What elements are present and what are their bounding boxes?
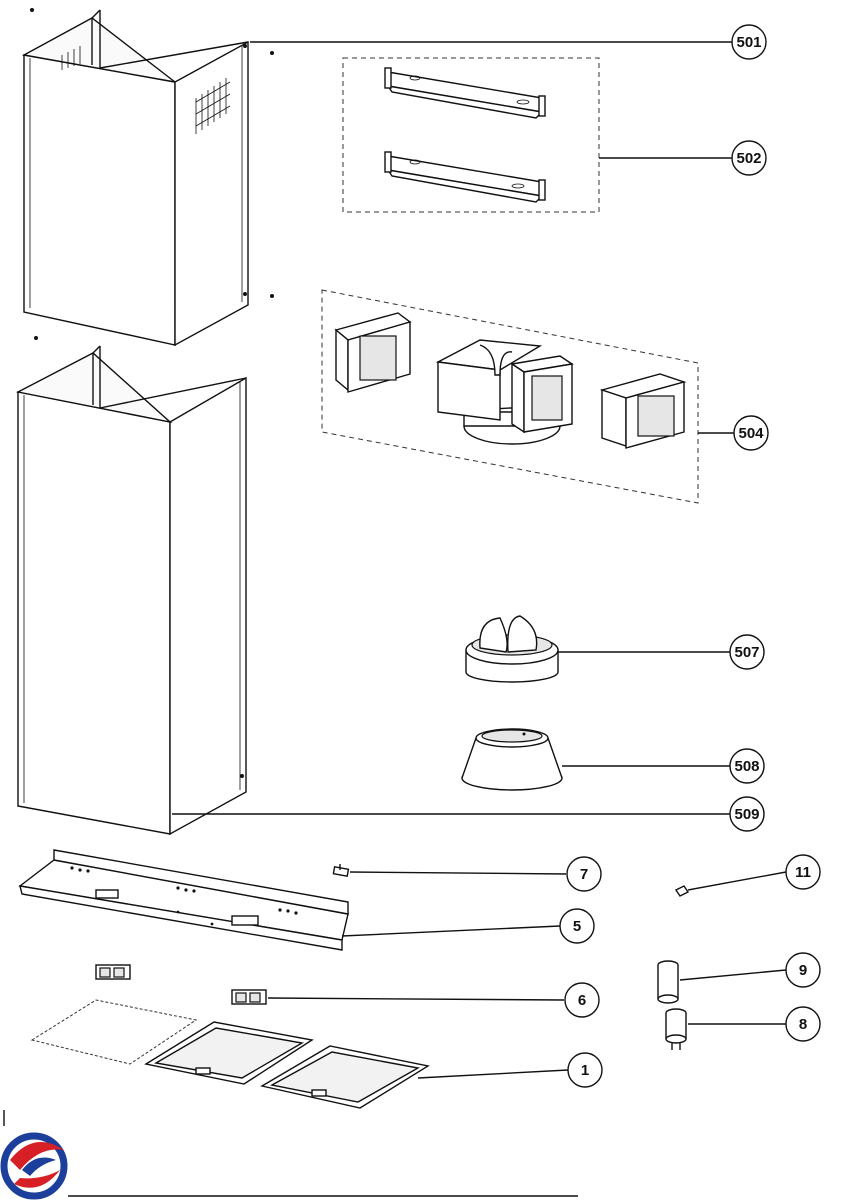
callout-label: 11	[795, 864, 811, 881]
mounting-plate-5	[18, 849, 349, 951]
callout-label: 507	[734, 644, 759, 661]
callout-label: 5	[573, 918, 581, 935]
callout-5: 5	[559, 908, 595, 944]
callout-label: 502	[736, 150, 761, 167]
backdraft-valve-507	[465, 615, 559, 683]
reducer-ring-508	[461, 728, 563, 791]
callout-507: 507	[729, 634, 765, 670]
callout-509: 509	[729, 796, 765, 832]
part-8	[665, 1008, 687, 1050]
callout-8: 8	[785, 1006, 821, 1042]
brand-logo	[0, 1110, 68, 1200]
clips-6	[95, 964, 267, 1005]
callout-label: 509	[734, 806, 759, 823]
screw-7	[332, 864, 350, 877]
callout-1: 1	[567, 1052, 603, 1088]
lower-chimney-509	[15, 345, 247, 836]
callout-502: 502	[731, 140, 767, 176]
callout-label: 8	[799, 1016, 807, 1033]
callout-11: 11	[785, 854, 821, 890]
callout-label: 7	[580, 866, 588, 883]
duct-adapters-504	[321, 289, 699, 504]
leader-lines	[172, 41, 787, 1079]
callout-label: 501	[736, 34, 761, 51]
callout-501: 501	[731, 24, 767, 60]
brackets-502	[342, 57, 600, 213]
callout-label: 9	[799, 962, 807, 979]
upper-chimney-501	[21, 8, 274, 347]
callout-9: 9	[785, 952, 821, 988]
callout-label: 6	[578, 992, 586, 1009]
callout-6: 6	[564, 982, 600, 1018]
callout-label: 1	[581, 1062, 589, 1079]
callout-504: 504	[733, 415, 769, 451]
callout-label: 508	[734, 758, 759, 775]
part-11	[674, 885, 690, 897]
callout-508: 508	[729, 748, 765, 784]
part-9	[657, 960, 679, 1004]
callout-7: 7	[566, 856, 602, 892]
callout-label: 504	[738, 425, 764, 442]
grease-filters-1	[30, 999, 430, 1109]
